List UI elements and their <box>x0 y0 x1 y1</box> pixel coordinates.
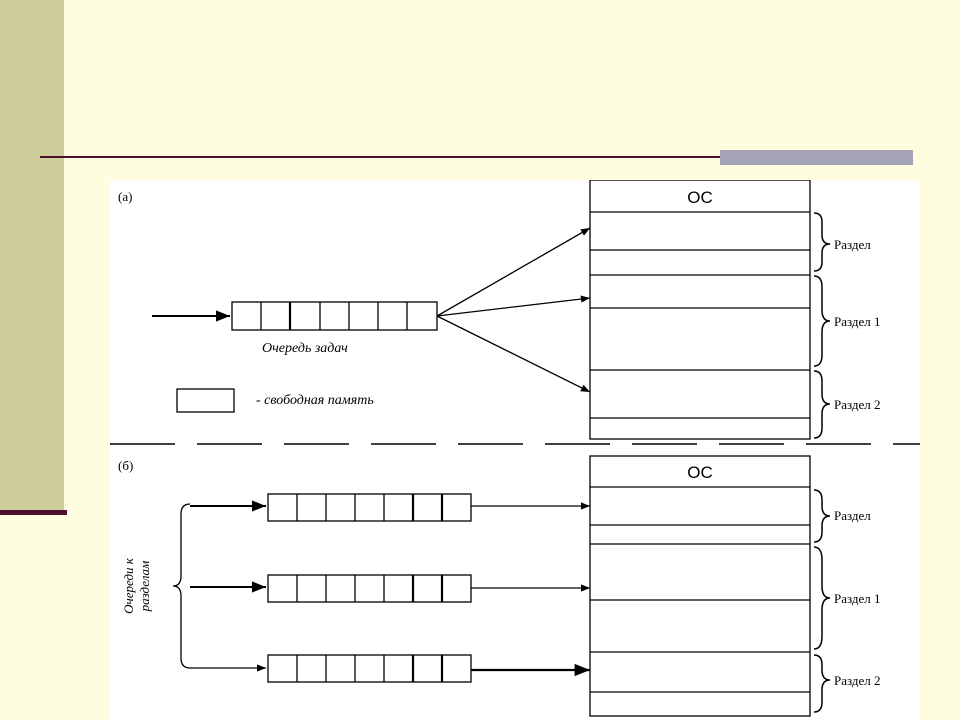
os-label-b: ОС <box>687 463 713 482</box>
arrow-to-partition-2 <box>436 315 591 393</box>
free-memory-legend-text: - свободная память <box>256 393 374 408</box>
title-accent-bar <box>720 150 913 165</box>
part-b <box>172 455 831 717</box>
partition-queue-0 <box>267 493 472 522</box>
os-label-a: ОС <box>687 188 713 207</box>
partition-label-a-2: Раздел 2 <box>834 397 881 412</box>
memory-block-a <box>589 180 811 440</box>
arrow-to-partition-1 <box>436 295 591 317</box>
partition-label-b-1: Раздел 1 <box>834 591 881 606</box>
queues-caption-line2: разделам <box>137 561 152 613</box>
brace-partition-2-b <box>813 654 831 713</box>
memory-partitions-figure: (а) ОС Очередь задач - свободная память … <box>110 180 920 720</box>
partition-queue-1 <box>267 574 472 603</box>
brace-partition-1-a <box>813 275 831 367</box>
partition-label-b-2: Раздел 2 <box>834 673 881 688</box>
free-memory-legend-box <box>176 388 235 413</box>
queues-caption-line1: Очереди к <box>121 557 136 614</box>
partition-label-a-0: Раздел <box>834 237 871 252</box>
part-a <box>152 180 831 440</box>
queues-brace <box>172 503 191 669</box>
side-bar <box>0 0 64 512</box>
partition-label-b-0: Раздел <box>834 508 871 523</box>
partition-label-a-1: Раздел 1 <box>834 314 881 329</box>
part-b-label: (б) <box>118 458 133 473</box>
arrow-to-partition-0 <box>436 227 591 317</box>
task-queue <box>231 301 438 331</box>
brace-partition-0-b <box>813 489 831 543</box>
part-a-label: (а) <box>118 189 132 204</box>
partition-queue-2 <box>267 654 472 683</box>
brace-partition-1-b <box>813 546 831 650</box>
memory-block-b <box>589 455 811 717</box>
title-rule <box>40 156 913 158</box>
diagram-canvas: (а) ОС Очередь задач - свободная память … <box>110 180 920 717</box>
brace-partition-0-a <box>813 212 831 272</box>
brace-partition-2-a <box>813 370 831 439</box>
task-queue-caption: Очередь задач <box>262 341 348 356</box>
side-bar-rule <box>0 510 67 515</box>
